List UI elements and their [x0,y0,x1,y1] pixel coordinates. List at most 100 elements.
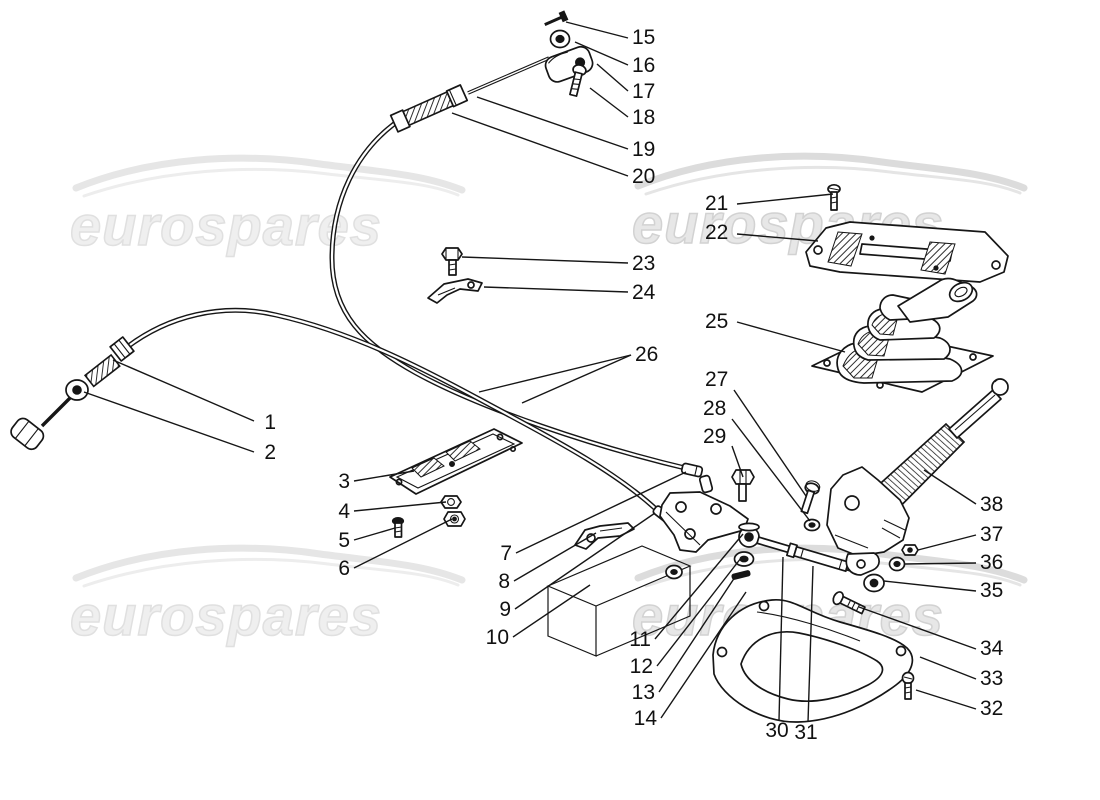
callout-6-nut: 6 [338,518,453,580]
part-number-2: 2 [264,441,276,464]
part-number-11: 11 [629,628,651,651]
part-number-3: 3 [338,470,350,493]
rubber-gaiter [811,277,994,393]
callout-32-screw: 32 [915,689,1003,720]
callout-31-turnbuckle-sleeve: 31 [794,565,818,744]
leader-line-36 [903,562,977,565]
part-number-32: 32 [980,697,1003,720]
leader-line-26 [478,354,632,393]
callout-16-washer: 16 [574,41,655,77]
part-number-24: 24 [632,281,656,304]
part-number-21: 21 [705,192,728,215]
callout-36-washer: 36 [903,551,1003,574]
screw [901,671,915,700]
part-number-5: 5 [338,529,350,552]
callout-29-bolt: 29 [703,425,744,478]
part-number-28: 28 [703,397,726,420]
bolt [832,591,866,615]
part-number-37: 37 [980,523,1003,546]
callout-26-brake-cables: 26 [478,343,658,404]
part-number-13: 13 [632,681,655,704]
leader-line-10 [512,584,591,638]
callout-25-rubber-gaiter: 25 [705,310,846,353]
leader-line-7 [515,471,687,554]
callout-28-washer: 28 [703,397,811,522]
part-number-25: 25 [705,310,728,333]
clamp-clip [427,278,483,304]
handbrake-lever [826,378,1009,576]
leader-line-26 [521,354,632,404]
leader-line-38 [923,469,977,505]
callout-35-rod-end-eye: 35 [883,579,1003,602]
leader-line-37 [917,534,977,551]
part-number-8: 8 [498,570,510,593]
callout-2-cable-ferrule: 2 [83,391,276,464]
callout-11-ball-stud: 11 [629,533,744,651]
leader-line-18 [589,87,629,118]
equalizer-bracket [659,474,749,553]
leader-line-32 [915,689,977,710]
callout-20-front-cable: 20 [451,112,655,188]
callout-33-guard-bracket: 33 [919,656,1003,690]
part-number-9: 9 [499,598,511,621]
part-number-29: 29 [703,425,726,448]
callout-12-washer: 12 [630,557,742,678]
leader-line-13 [658,573,738,693]
part-number-35: 35 [980,579,1003,602]
part-number-30: 30 [765,719,788,742]
part-number-34: 34 [980,637,1004,660]
callout-9-cable-end-pin: 9 [499,512,656,621]
leader-line-27 [733,389,807,497]
part-number-4: 4 [338,500,350,523]
callout-10-tunnel-box: 10 [486,584,591,649]
callout-37-nut: 37 [917,523,1003,551]
part-number-23: 23 [632,252,655,275]
clevis-bolt [569,64,587,97]
part-number-33: 33 [980,667,1003,690]
leader-line-6 [353,518,453,569]
leader-line-17 [596,63,629,92]
screw [827,183,841,211]
callout-14-washer: 14 [634,591,747,730]
leader-line-9 [514,512,656,610]
bolt [731,469,755,502]
callout-1-cable-threaded-sleeve: 1 [112,359,276,434]
leader-line-11 [654,533,744,640]
leader-line-31 [807,565,814,723]
cable-end-rod [680,462,704,478]
part-number-16: 16 [632,54,655,77]
leader-line-14 [660,591,747,719]
part-number-15: 15 [632,26,655,49]
nut [901,544,919,556]
washer [803,518,821,532]
leader-line-28 [731,418,811,522]
callout-17-clevis-trunnion: 17 [596,63,655,103]
callout-15-split-pin: 15 [565,21,655,49]
callout-27-bolt: 27 [705,368,807,497]
callout-34-bolt: 34 [858,606,1004,660]
frame-plate [805,221,1009,283]
callout-7-cable-end-rod: 7 [500,471,687,565]
part-number-36: 36 [980,551,1003,574]
leader-line-24 [483,286,629,293]
clevis-trunnion [544,45,594,83]
part-number-31: 31 [794,721,817,744]
part-number-20: 20 [632,165,655,188]
washer [549,29,571,49]
part-number-22: 22 [705,221,728,244]
part-number-38: 38 [980,493,1003,516]
clip [574,522,635,550]
leader-line-1 [112,359,255,422]
guard-bracket [712,599,914,723]
callout-13-pin: 13 [632,573,738,704]
part-number-26: 26 [635,343,658,366]
part-number-12: 12 [630,655,653,678]
leader-line-19 [476,96,629,150]
leader-line-12 [656,557,742,667]
part-number-17: 17 [632,80,655,103]
callout-19-cable-adjuster: 19 [476,96,655,161]
leader-line-29 [731,445,744,478]
